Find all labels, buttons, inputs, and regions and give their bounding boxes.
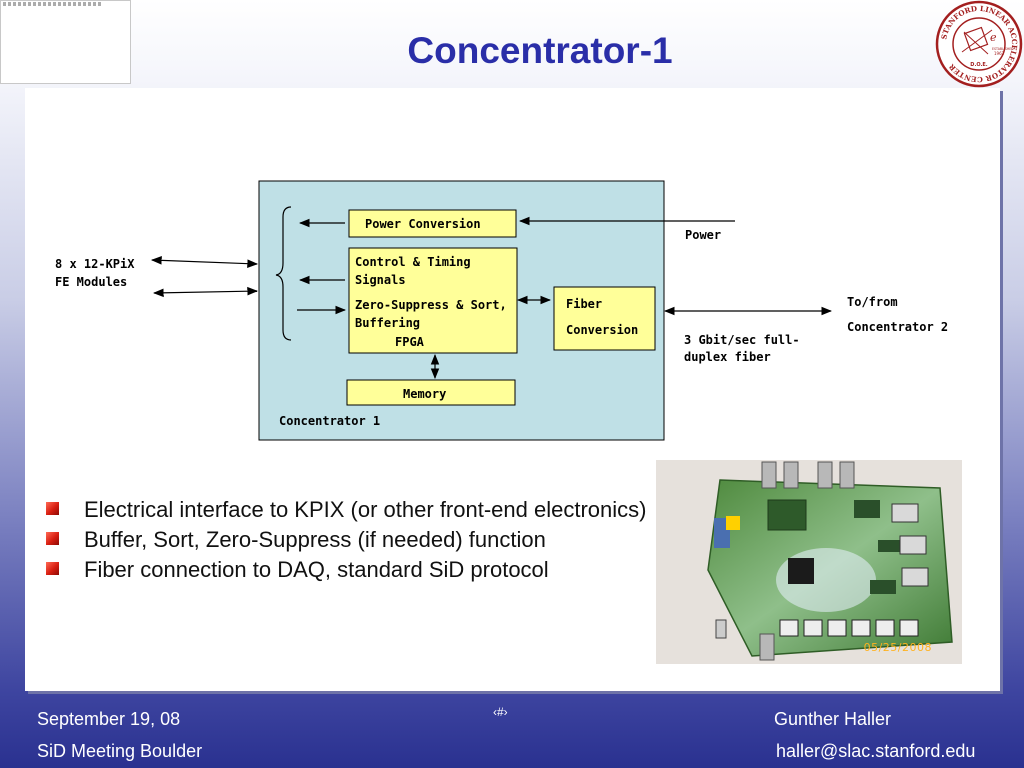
bullet-item: Buffer, Sort, Zero-Suppress (if needed) … <box>46 527 652 552</box>
control-timing-label-line2: Signals <box>355 273 406 287</box>
slac-seal-logo: STANFORD LINEAR ACCELERATOR CENTER e EST… <box>935 0 1023 88</box>
seal-doe: D.O.E. <box>970 62 988 68</box>
concentrator-block-diagram: Power Conversion Control & Timing Signal… <box>55 180 948 441</box>
fiber-conversion-box <box>553 286 656 351</box>
slide-footer: September 19, 08 SiD Meeting Boulder ‹#›… <box>0 700 1024 768</box>
power-conversion-label: Power Conversion <box>365 217 481 231</box>
seal-year: 1962 <box>994 51 1005 56</box>
fe-modules-label-line1: 8 x 12-KPiX <box>55 257 135 271</box>
fiber-link-label-line1: 3 Gbit/sec full- <box>684 333 800 347</box>
photo-date-stamp: 05/25/2008 <box>863 641 932 654</box>
placeholder-fine-print <box>3 2 103 6</box>
corner-logo-placeholder <box>0 0 131 84</box>
bullet-square-icon <box>46 532 59 545</box>
bullet-item: Electrical interface to KPIX (or other f… <box>46 497 652 522</box>
memory-box <box>346 379 516 406</box>
bullet-text: Electrical interface to KPIX (or other f… <box>84 497 647 522</box>
footer-author: Gunther Haller <box>774 709 892 729</box>
footer-page-number: ‹#› <box>493 705 508 719</box>
fe-link-top <box>150 256 259 268</box>
bullet-square-icon <box>46 502 59 515</box>
to-from-label-line1: To/from <box>847 295 898 309</box>
control-timing-label-line1: Control & Timing <box>355 255 471 269</box>
bullet-text: Fiber connection to DAQ, standard SiD pr… <box>84 557 549 582</box>
concentrator-1-label: Concentrator 1 <box>279 414 380 428</box>
zero-suppress-label-line1: Zero-Suppress & Sort, <box>355 298 507 312</box>
fe-link-bottom <box>152 286 259 298</box>
circuit-board-photo: 05/25/2008 <box>656 460 962 664</box>
fiber-conversion-label-line1: Fiber <box>566 297 602 311</box>
memory-label: Memory <box>403 387 446 401</box>
bullet-square-icon <box>46 562 59 575</box>
power-label: Power <box>685 228 721 242</box>
footer-date: September 19, 08 <box>37 709 181 729</box>
bullet-text: Buffer, Sort, Zero-Suppress (if needed) … <box>84 527 546 552</box>
fe-modules-label-line2: FE Modules <box>55 275 127 289</box>
interface-brace <box>275 206 292 341</box>
bullet-item: Fiber connection to DAQ, standard SiD pr… <box>46 557 652 582</box>
slide-title: Concentrator-1 <box>407 30 673 71</box>
footer-email: haller@slac.stanford.edu <box>776 741 976 761</box>
fpga-label: FPGA <box>395 335 425 349</box>
zero-suppress-label-line2: Buffering <box>355 316 420 330</box>
svg-text:e: e <box>990 31 997 44</box>
bullet-list: Electrical interface to KPIX (or other f… <box>46 497 652 587</box>
slide-content-panel: Power Conversion Control & Timing Signal… <box>25 88 1000 691</box>
seal-established: ESTABLISHED <box>992 47 1014 51</box>
footer-meeting: SiD Meeting Boulder <box>37 741 203 761</box>
pcb-illustration <box>656 460 962 664</box>
to-from-label-line2: Concentrator 2 <box>847 320 948 334</box>
fiber-conversion-label-line2: Conversion <box>566 323 638 337</box>
fpga-box <box>348 247 518 354</box>
fiber-link-label-line2: duplex fiber <box>684 350 771 364</box>
power-conversion-box <box>348 209 517 238</box>
